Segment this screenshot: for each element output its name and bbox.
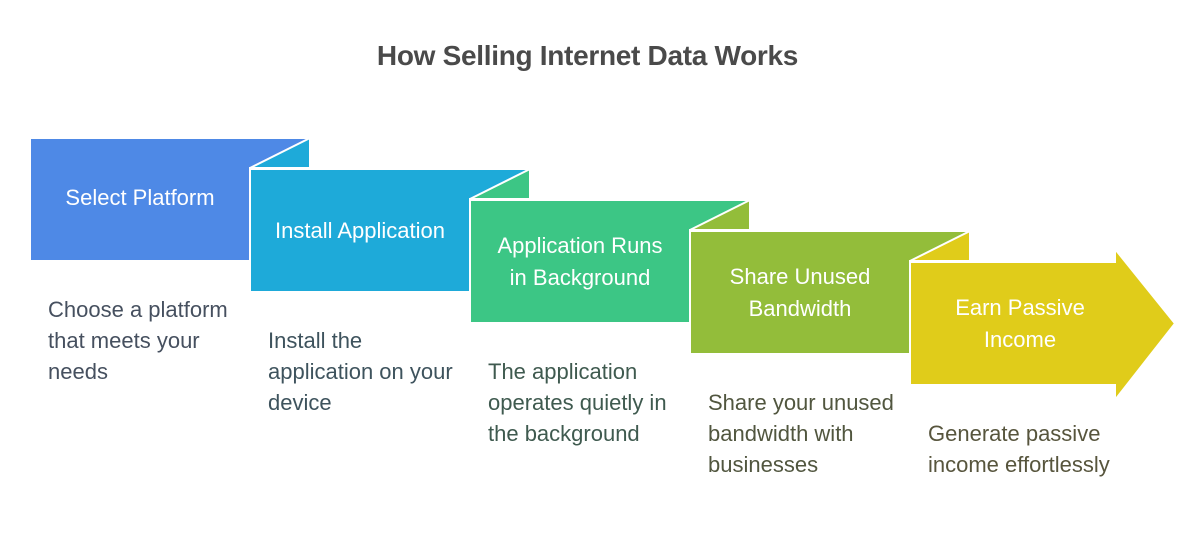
step-label-text: Install Application xyxy=(275,218,445,243)
diagram-title: How Selling Internet Data Works xyxy=(376,40,799,71)
step-3-label: Application Runs in Background xyxy=(470,201,690,323)
step-label-text: Share Unused Bandwidth xyxy=(729,264,871,321)
step-5-label: Earn Passive Income xyxy=(910,263,1130,385)
step-label-text: Application Runs in Background xyxy=(497,233,663,290)
step-5-arrow xyxy=(909,246,1177,403)
step-4-description: Share your unused bandwidth with busines… xyxy=(708,390,894,477)
step-3-description: The application operates quietly in the … xyxy=(488,359,667,446)
step-1-description: Choose a platform that meets your needs xyxy=(48,297,228,384)
step-label-text: Select Platform xyxy=(65,185,215,210)
step-1-label: Select Platform xyxy=(30,137,250,259)
step-label-text: Earn Passive Income xyxy=(955,295,1085,352)
step-2-label: Install Application xyxy=(250,170,470,292)
step-5-description: Generate passive income effortlessly xyxy=(928,421,1110,477)
step-2-description: Install the application on your device xyxy=(268,328,453,415)
step-4-label: Share Unused Bandwidth xyxy=(690,232,910,354)
